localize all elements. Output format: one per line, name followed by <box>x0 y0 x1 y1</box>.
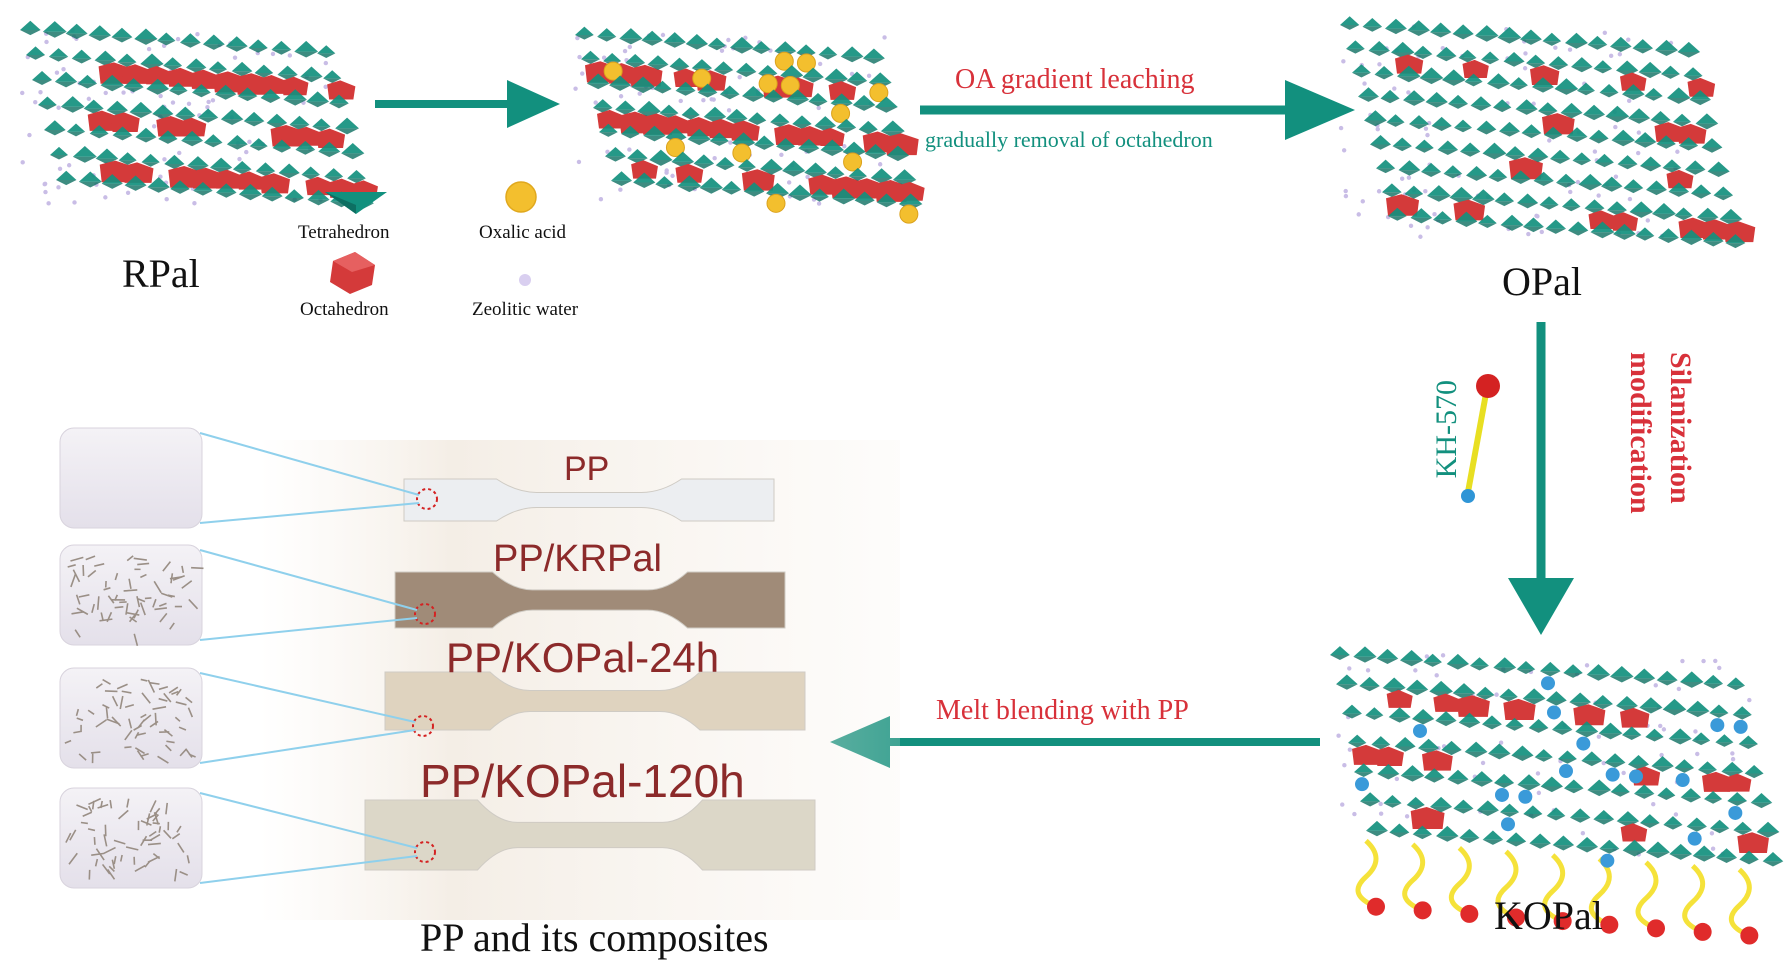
rpal-label: RPal <box>122 251 200 296</box>
oxalic-leaching-crystal-structure <box>573 26 925 224</box>
kopal-crystal-structure <box>1330 646 1784 945</box>
tensile-specimen-bar <box>394 571 786 629</box>
legend-tetrahedron-label: Tetrahedron <box>298 222 390 243</box>
tensile-specimen-bar <box>384 671 806 731</box>
oxalic-acid-icon <box>505 181 537 213</box>
legend-zeolitic-water-label: Zeolitic water <box>472 299 579 320</box>
opal-label: OPal <box>1502 259 1582 304</box>
kopal-label: KOPal <box>1494 893 1603 938</box>
legend-octahedron-label: Octahedron <box>300 299 389 320</box>
tetrahedron-icon <box>325 192 387 214</box>
tensile-specimen-bar <box>403 478 775 522</box>
arrow-rpal-to-leaching <box>375 80 560 128</box>
kh570-molecule-icon <box>1461 374 1500 503</box>
sample-label-pp-krpal: PP/KRPal <box>493 538 662 580</box>
rpal-crystal-structure <box>20 20 378 209</box>
composites-label: PP and its composites <box>420 915 769 960</box>
composite-cube <box>59 787 203 889</box>
tensile-specimen-bar <box>364 799 816 871</box>
legend-oxalic-acid-label: Oxalic acid <box>479 222 567 243</box>
sample-label-pp: PP <box>564 450 610 488</box>
composite-cube <box>59 544 203 646</box>
sample-label-pp-kopal-120h: PP/KOPal-120h <box>420 755 745 807</box>
zeolitic-water-icon <box>519 274 531 286</box>
octahedron-removal-label: gradually removal of octahedron <box>925 127 1213 152</box>
composite-cube <box>59 667 203 769</box>
opal-crystal-structure <box>1338 16 1756 249</box>
melt-blending-label: Melt blending with PP <box>936 695 1189 726</box>
sample-label-pp-kopal-24h: PP/KOPal-24h <box>446 634 720 681</box>
composite-cube <box>59 427 203 529</box>
oa-leaching-label: OA gradient leaching <box>955 64 1195 95</box>
kh570-label: KH-570 <box>1430 380 1463 479</box>
octahedron-icon <box>330 252 375 294</box>
composite-samples-group <box>59 427 816 889</box>
arrow-leaching-to-opal <box>920 80 1355 140</box>
arrow-opal-to-kopal <box>1508 322 1574 635</box>
